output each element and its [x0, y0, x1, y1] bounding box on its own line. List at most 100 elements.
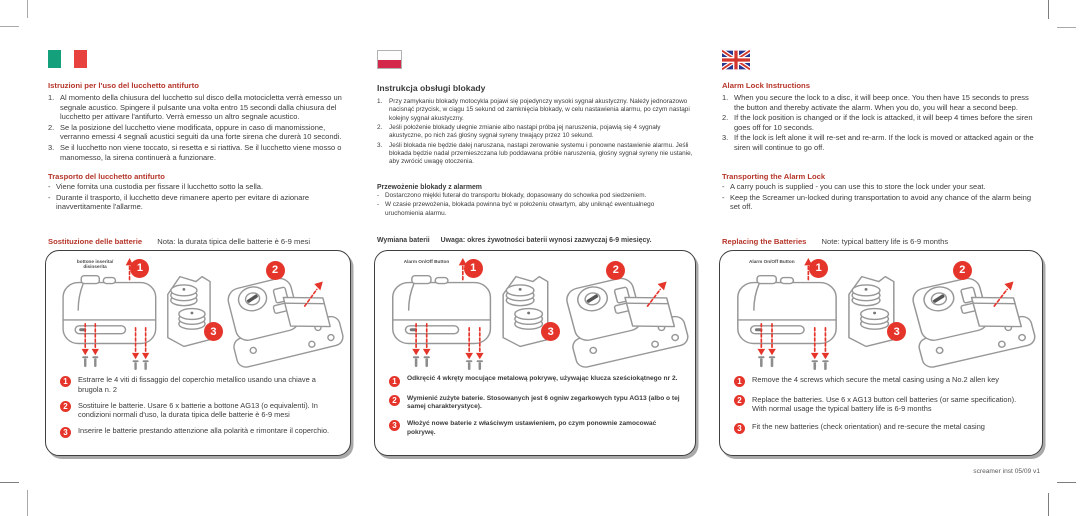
section-heading: Alarm Lock Instructions — [722, 81, 810, 90]
uk-flag-icon — [722, 50, 750, 70]
list-number: 1. — [48, 93, 55, 102]
list-dash: - — [48, 182, 51, 191]
step-item: 2 Wymienić zużyte baterie. Stosowanych j… — [389, 395, 684, 412]
section-instructions: Istruzioni per l'uso del lucchetto antif… — [48, 81, 348, 163]
section-transport: Trasporto del lucchetto antifurto - Vien… — [48, 172, 348, 213]
transport-text: Viene fornita una custodia per fissare i… — [56, 182, 264, 191]
list-number: 3. — [377, 141, 383, 149]
instruction-text: Se il lucchetto non viene toccato, si re… — [60, 142, 342, 162]
battery-note: Note: typical battery life is 6-9 months — [821, 237, 949, 246]
instruction-text: If the lock is left alone it will re-set… — [734, 133, 1034, 152]
step-number-badge: 2 — [734, 395, 745, 406]
transport-item: - Dostarczono miękki futerał do transpor… — [377, 192, 693, 200]
step-text: Inserire le batterie prestando attenzion… — [78, 426, 330, 436]
instruction-text: Se la posizione del lucchetto viene modi… — [60, 122, 342, 142]
step-text: Sostituire le batterie. Usare 6 x batter… — [78, 400, 318, 420]
step-text: Odkręcić 4 wkręty mocujące metalową pokr… — [407, 375, 678, 382]
list-dash: - — [377, 192, 380, 199]
instruction-text: Przy zamykaniu blokady motocykla pojawi … — [389, 98, 690, 122]
step-number-badge: 2 — [60, 401, 71, 413]
battery-heading: Wymiana baterii — [377, 237, 430, 244]
alarm-button-label: Alarm On/Off Button — [749, 258, 795, 264]
list-dash: - — [48, 192, 51, 202]
step-text: Replace the batteries. Use 6 x AG13 butt… — [752, 394, 1017, 414]
lock-diagram: Alarm On/Off Button 1 2 3 — [725, 255, 1037, 373]
callout-2: 2 — [606, 260, 626, 280]
transport-text: Dostarczono miękki futerał do transportu… — [385, 192, 647, 199]
list-number: 3. — [722, 133, 729, 143]
battery-replacement-box: Alarm On/Off Button 1 2 3 1 Odkręcić 4 w… — [374, 250, 696, 456]
document-version-footer: screamer inst 05/09 v1 — [973, 468, 1040, 475]
crop-mark — [27, 490, 28, 516]
instruction-item: 1. Przy zamykaniu blokady motocykla poja… — [377, 98, 693, 123]
transport-text: W czasie przewożenia, blokada powinna by… — [385, 201, 655, 217]
step-number-badge: 1 — [734, 375, 745, 387]
section-heading: Instrukcja obsługi blokady — [377, 83, 486, 93]
crop-mark — [1057, 482, 1076, 483]
section-transport: Przewożenie blokady z alarmem - Dostarcz… — [377, 184, 693, 219]
italy-flag-icon — [48, 50, 87, 68]
transport-item: - Viene fornita una custodia per fissare… — [48, 182, 348, 192]
section-heading: Trasporto del lucchetto antifurto — [48, 172, 165, 181]
crop-mark — [1048, 0, 1049, 19]
step-item: 3 Inserire le batterie prestando attenzi… — [60, 426, 339, 438]
crop-mark — [0, 482, 19, 483]
crop-mark — [27, 0, 28, 18]
callout-2: 2 — [952, 260, 972, 280]
section-transport: Transporting the Alarm Lock - A carry po… — [722, 172, 1040, 213]
battery-steps: 1 Remove the 4 screws which secure the m… — [734, 375, 1031, 442]
transport-item: - W czasie przewożenia, blokada powinna … — [377, 201, 693, 218]
battery-heading-line: Sostituzione delle batterie Nota: la dur… — [48, 237, 348, 246]
instruction-item: 2. Jeśli położenie blokady ulegnie zmian… — [377, 124, 693, 141]
callout-1: 1 — [809, 258, 829, 278]
section-instructions: Alarm Lock Instructions 1. When you secu… — [722, 81, 1040, 154]
crop-mark — [0, 26, 19, 27]
poland-flag-icon — [377, 50, 402, 69]
step-item: 3 Fit the new batteries (check orientati… — [734, 422, 1031, 434]
step-number-badge: 3 — [734, 422, 745, 434]
lock-diagram-art — [391, 257, 690, 371]
instruction-text: When you secure the lock to a disc, it w… — [734, 93, 1029, 112]
transport-text: Keep the Screamer un-locked during trans… — [730, 192, 1032, 212]
section-instructions: Instrukcja obsługi blokady 1. Przy zamyk… — [377, 83, 693, 168]
list-dash: - — [722, 182, 725, 191]
battery-heading: Sostituzione delle batterie — [48, 237, 143, 246]
battery-replacement-box: Alarm On/Off Button 1 2 3 1 Remove the 4… — [719, 250, 1043, 456]
step-number-badge: 3 — [60, 426, 71, 438]
battery-note: Uwaga: okres żywotności baterii wynosi z… — [440, 237, 652, 244]
instruction-item: 3. Jeśli blokada nie będzie dalej narusz… — [377, 142, 693, 167]
list-number: 2. — [722, 113, 729, 123]
step-number-badge: 3 — [389, 420, 400, 432]
list-number: 1. — [377, 98, 383, 105]
transport-item: - Durante il trasporto, il lucchetto dev… — [48, 193, 348, 212]
instruction-item: 2. If the lock position is changed or if… — [722, 113, 1040, 132]
instruction-item: 3. If the lock is left alone it will re-… — [722, 133, 1040, 152]
callout-3: 3 — [887, 322, 907, 342]
step-text: Włożyć nowe baterie z właściwym ustawien… — [407, 419, 657, 436]
instruction-text: If the lock position is changed or if th… — [734, 113, 1033, 132]
step-item: 2 Replace the batteries. Use 6 x AG13 bu… — [734, 395, 1031, 415]
step-item: 1 Remove the 4 screws which secure the m… — [734, 375, 1031, 387]
step-number-badge: 1 — [60, 375, 71, 387]
step-text: Remove the 4 screws which secure the met… — [752, 375, 999, 384]
callout-3: 3 — [203, 322, 223, 342]
crop-mark — [1057, 27, 1076, 28]
battery-steps: 1 Odkręcić 4 wkręty mocujące metalową po… — [389, 375, 684, 445]
lock-diagram: Alarm On/Off Button 1 2 3 — [380, 255, 690, 373]
battery-steps: 1 Estrarre le 4 viti di fissaggio del co… — [60, 375, 339, 444]
list-dash: - — [722, 192, 725, 202]
crop-mark — [1048, 493, 1049, 516]
instruction-item: 1. Al momento della chiusura del lucchet… — [48, 93, 348, 122]
list-dash: - — [377, 201, 380, 209]
step-text: Wymienić zużyte baterie. Stosowanych jes… — [407, 394, 680, 411]
step-item: 1 Odkręcić 4 wkręty mocujące metalową po… — [389, 375, 684, 387]
list-number: 2. — [48, 122, 55, 132]
instruction-item: 2. Se la posizione del lucchetto viene m… — [48, 123, 348, 142]
battery-note: Nota: la durata tipica delle batterie è … — [157, 237, 311, 246]
step-number-badge: 2 — [389, 395, 400, 406]
section-heading: Transporting the Alarm Lock — [722, 172, 826, 181]
section-heading: Przewożenie blokady z alarmem — [377, 184, 482, 191]
callout-1: 1 — [463, 258, 483, 278]
transport-item: - Keep the Screamer un-locked during tra… — [722, 193, 1040, 212]
step-item: 1 Estrarre le 4 viti di fissaggio del co… — [60, 375, 339, 395]
